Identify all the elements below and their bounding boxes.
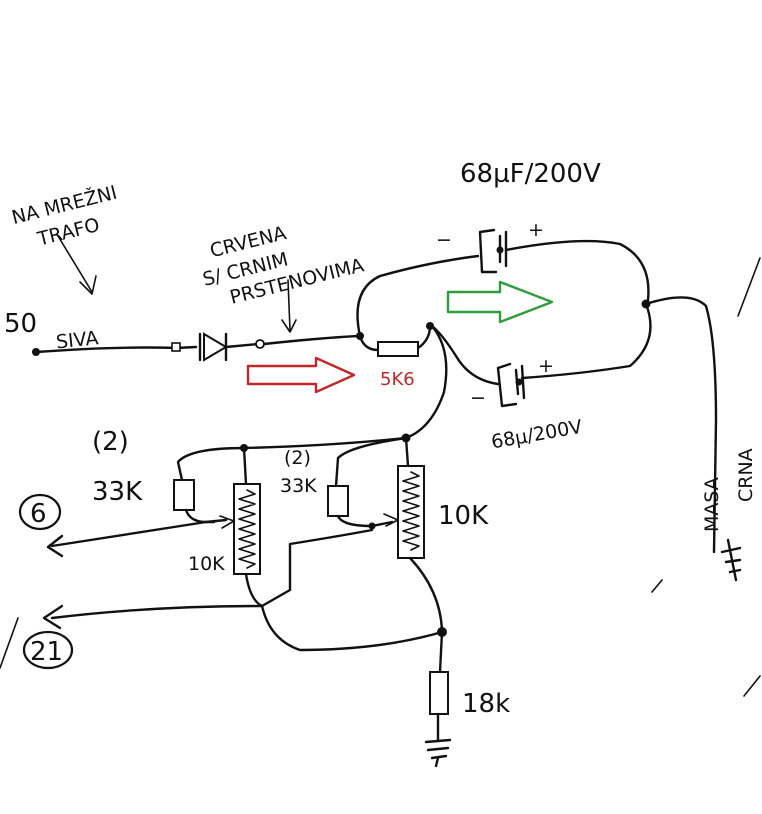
potentiometer-icon-left	[233, 483, 261, 575]
cap-bottom-left-wire	[430, 324, 500, 386]
res-left-value: 33K	[92, 477, 143, 507]
pin-6-label: 6	[30, 499, 47, 529]
pot-cross-wire	[244, 528, 374, 608]
mains-transformer-note: NA MREŽNI TRAFO	[9, 181, 119, 251]
output-21-wire	[50, 604, 264, 620]
pin-21-badge: 21	[22, 630, 74, 670]
ground-note-crna: CRNA	[735, 448, 757, 502]
diode-out-wire	[224, 342, 260, 349]
pot-left-value: 10K	[188, 553, 225, 575]
red-wire	[262, 334, 360, 346]
res-18k-top-lead	[438, 630, 444, 674]
output-6-arrowhead	[46, 534, 64, 558]
left-pot-top-lead	[242, 446, 248, 486]
output-6-wire	[50, 520, 208, 548]
potentiometer-icon-right	[397, 465, 425, 559]
green-arrow-icon	[446, 280, 554, 324]
cap-top-plus: +	[528, 219, 544, 241]
capacitor-icon-top	[478, 228, 508, 274]
ground-icon-right	[720, 538, 742, 582]
cap-bottom-minus: −	[470, 387, 486, 409]
right-pot-top-lead	[404, 436, 410, 468]
input-pin-label: 50	[4, 309, 37, 339]
series-resistor-value: 5K6	[380, 369, 415, 390]
input-terminal	[32, 348, 40, 356]
edge-mark-4	[743, 675, 761, 697]
right-33k-bottom-lead	[336, 514, 394, 528]
cap-bottom-value: 68µ/200V	[490, 416, 584, 454]
mains-note-pointer	[57, 235, 93, 293]
cap-top-value: 68µF/200V	[460, 159, 601, 189]
cap-top-minus: −	[436, 229, 452, 251]
capacitor-icon-bottom	[496, 362, 526, 408]
cap-top-left-wire	[356, 254, 480, 338]
cap-bottom-plus: +	[538, 355, 554, 377]
series-res-left-lead	[358, 334, 380, 352]
edge-mark-2	[0, 617, 19, 669]
pin-6-badge: 6	[18, 493, 62, 531]
res-right-value: 33K	[280, 475, 317, 497]
lower-bus	[260, 604, 444, 652]
pin-21-label: 21	[30, 637, 63, 667]
edge-mark-3	[651, 579, 663, 593]
cap-top-right-wire	[504, 239, 650, 302]
res-bottom-value: 18k	[462, 689, 510, 719]
ground-icon-bottom	[424, 738, 452, 768]
right-pot-wiper	[383, 513, 399, 527]
red-arrow-icon	[246, 356, 356, 394]
red-wire-note: CRVENA S/ CRNIM PRSTENOVIMA	[200, 222, 366, 309]
wire-note-pointer	[287, 279, 291, 331]
series-res-right-lead	[416, 324, 432, 350]
wire-note-arrowhead	[281, 319, 297, 333]
left-33k-top-lead	[176, 446, 246, 482]
right-33k-top-lead	[334, 436, 408, 488]
ground-note-masa: MASA	[701, 477, 723, 532]
edge-mark-1	[737, 257, 761, 317]
resistor-icon-33k-left	[173, 479, 195, 511]
resistor-icon-33k-right	[327, 485, 349, 517]
cap-bottom-right-wire	[520, 302, 652, 380]
wire-joint	[171, 342, 181, 352]
mains-note-arrowhead	[79, 275, 97, 295]
qty-left: (2)	[92, 427, 129, 457]
input-wire	[34, 345, 198, 354]
pot-right-value: 10K	[438, 501, 489, 531]
ground-wire	[644, 296, 718, 554]
output-21-arrowhead	[42, 604, 64, 630]
left-pot-wiper	[219, 515, 235, 529]
right-wiper-node	[368, 522, 376, 530]
qty-right: (2)	[284, 447, 311, 469]
resistor-icon-5k6	[377, 341, 419, 357]
supply-down-wire	[404, 324, 448, 440]
resistor-icon-18k	[429, 671, 449, 715]
diode-icon	[198, 332, 228, 362]
right-pot-bottom-lead	[408, 556, 444, 632]
